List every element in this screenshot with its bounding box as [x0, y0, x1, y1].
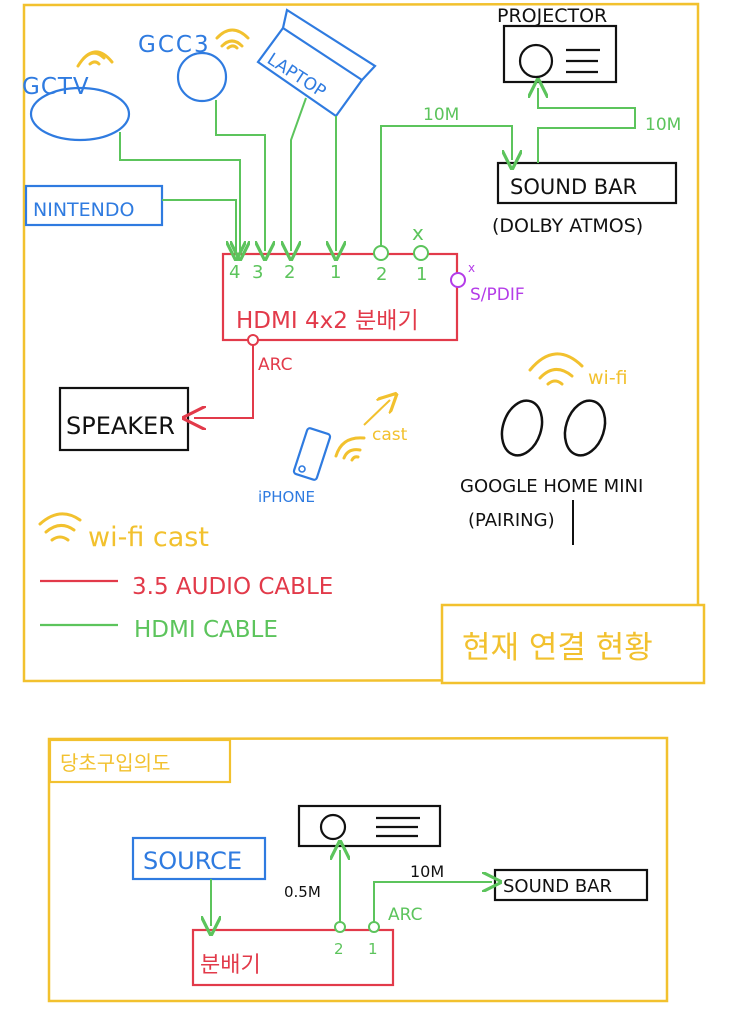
hdmi-cables: 10M 10M [119, 88, 681, 251]
plan-cable-long: 10M [410, 862, 444, 881]
current-setup-title: 현재 연결 현황 [462, 630, 653, 666]
plan-source: SOURCE [131, 836, 267, 881]
iphone-device: iPHONE cast [258, 400, 408, 506]
splitter-output-2: 2 [376, 264, 387, 285]
current-setup-title-tag: 현재 연결 현황 [440, 603, 706, 685]
wifi-label: wi-fi [588, 367, 628, 389]
gctv-label: GCTV [22, 74, 90, 100]
plan-port-2 [334, 921, 346, 933]
google-home-note: (PAIRING) [468, 510, 555, 531]
splitter-output-1: 1 [416, 264, 427, 285]
plan-title: 당초구입의도 [60, 751, 170, 775]
wifi-icon [528, 352, 584, 386]
cable-length-soundbar: 10M [645, 115, 681, 135]
wifi-icon [76, 50, 114, 68]
splitter-input-2: 2 [284, 262, 295, 283]
legend-hdmi: HDMI CABLE [134, 617, 278, 643]
output-port-1 [413, 245, 429, 261]
plan-port-1 [368, 921, 380, 933]
plan-splitter-label: 분배기 [200, 953, 261, 978]
gcc3-device: GCC3 [138, 28, 250, 103]
splitter-input-4: 4 [229, 262, 240, 283]
soundbar-device: SOUND BAR (DOLBY ATMOS) [492, 161, 678, 237]
legend: wi-fi cast 3.5 AUDIO CABLE HDMI CABLE [38, 512, 333, 643]
plan-arc-label: ARC [388, 905, 422, 925]
hdmi-splitter: HDMI 4x2 분배기 4 3 2 1 2 1 x x S/PDIF ARC [221, 221, 525, 375]
splitter-input-3: 3 [252, 262, 263, 283]
plan-source-label: SOURCE [143, 847, 242, 875]
wifi-icon [215, 28, 250, 50]
splitter-label: HDMI 4x2 분배기 [236, 308, 419, 334]
plan-cables: 0.5M 10M ARC [211, 850, 492, 926]
current-setup-frame [22, 2, 700, 683]
iphone-label: iPHONE [258, 488, 315, 506]
gcc3-label: GCC3 [138, 32, 211, 58]
plan-cable-short: 0.5M [284, 883, 321, 901]
google-home-label: GOOGLE HOME MINI [460, 476, 643, 497]
projector-device: PROJECTOR [497, 5, 618, 84]
plan-port-1-label: 1 [368, 940, 378, 958]
plan-splitter: 분배기 2 1 [191, 921, 395, 987]
spdif-unused-mark: x [468, 261, 475, 275]
arc-label: ARC [258, 355, 292, 375]
output-1-unused-mark: x [412, 221, 424, 245]
cast-label: cast [372, 425, 408, 445]
google-home-device: wi-fi GOOGLE HOME MINI (PAIRING) [460, 352, 643, 545]
plan-frame: 당초구입의도 [47, 736, 669, 1003]
speaker-device: SPEAKER [58, 345, 254, 452]
spdif-label: S/PDIF [470, 285, 525, 305]
cable-length-projector: 10M [423, 105, 459, 125]
soundbar-note: (DOLBY ATMOS) [492, 215, 643, 237]
spdif-port [450, 272, 466, 288]
plan-soundbar-label: SOUND BAR [503, 876, 612, 897]
projector-label: PROJECTOR [497, 5, 607, 27]
plan-port-2-label: 2 [334, 940, 344, 958]
output-port-2 [373, 245, 389, 261]
nintendo-label: NINTENDO [33, 199, 134, 221]
speaker-label: SPEAKER [66, 412, 175, 440]
plan-projector [297, 804, 442, 848]
wifi-icon [38, 512, 82, 542]
soundbar-label: SOUND BAR [510, 175, 637, 199]
legend-wifi: wi-fi cast [88, 522, 209, 553]
lens-icon [518, 43, 554, 79]
plan-soundbar: SOUND BAR [493, 868, 649, 902]
nintendo-device: NINTENDO [24, 184, 164, 227]
laptop-device: LAPTOP [256, 8, 377, 118]
lens-icon [319, 813, 347, 841]
gctv-device: GCTV [22, 50, 131, 142]
laptop-label: LAPTOP [263, 49, 329, 102]
arc-port [247, 334, 259, 346]
splitter-input-1: 1 [330, 262, 341, 283]
wifi-icon [334, 436, 366, 462]
legend-audio: 3.5 AUDIO CABLE [132, 574, 333, 600]
